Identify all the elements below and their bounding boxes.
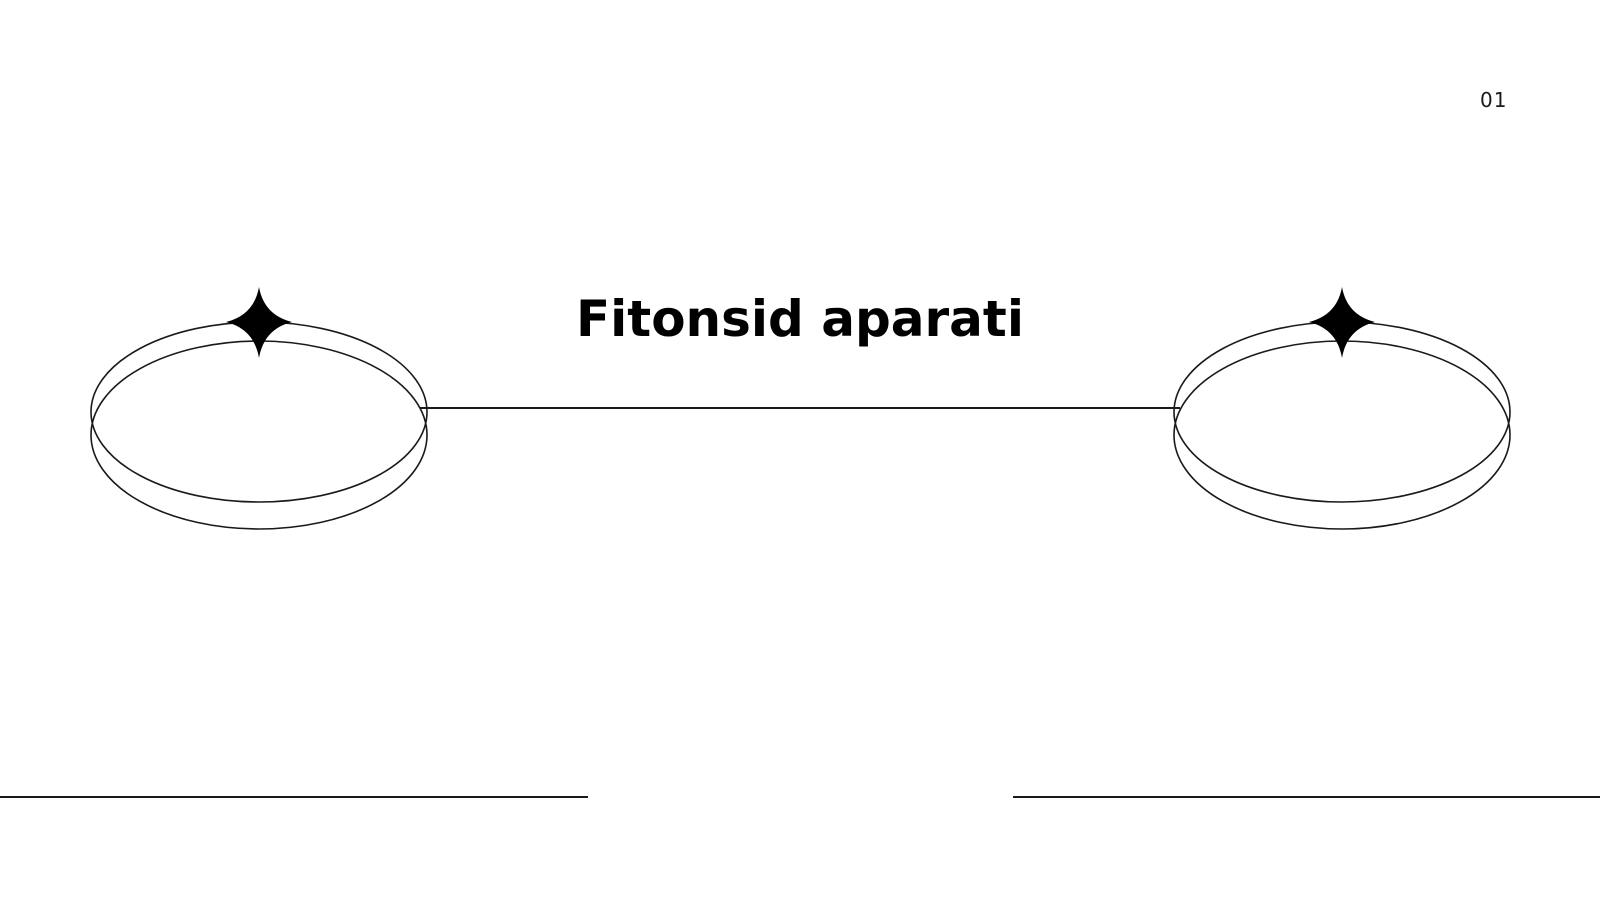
left-sparkle-ring-icon <box>90 287 428 530</box>
right-sparkle-ring-icon <box>1173 287 1511 530</box>
right-ring-lower <box>1173 340 1511 530</box>
page-number: 01 <box>1480 88 1508 112</box>
left-ring-lower <box>90 340 428 530</box>
right-sparkle-icon <box>1309 287 1375 358</box>
left-sparkle-icon <box>226 287 292 358</box>
slide-title: Fitonsid aparati <box>576 290 1024 348</box>
